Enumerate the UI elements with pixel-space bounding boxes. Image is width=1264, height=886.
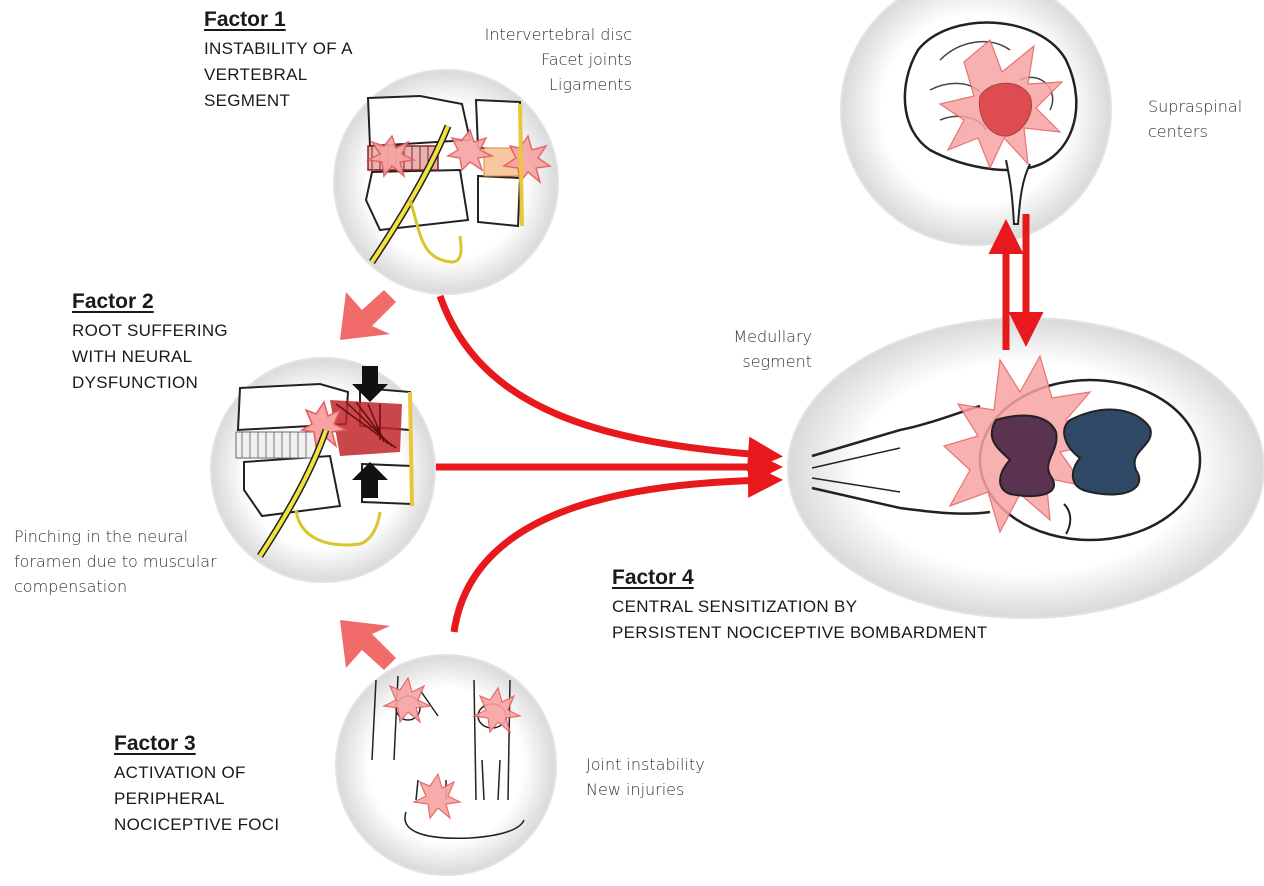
structure-label: Ligaments (436, 72, 632, 97)
factor3-line: PERIPHERAL (114, 786, 279, 812)
factor2-block: Factor 2 ROOT SUFFERING WITH NEURAL DYSF… (72, 290, 228, 396)
note-line: Joint instability (586, 752, 705, 777)
note-line: New injuries (586, 777, 705, 802)
structure-label: Facet joints (436, 47, 632, 72)
factor2-line: DYSFUNCTION (72, 370, 228, 396)
vertebral-segment-illustration (334, 70, 558, 294)
factor1-block: Factor 1 INSTABILITY OF A VERTEBRAL SEGM… (204, 8, 353, 114)
f2-pinching-note: Pinching in the neural foramen due to mu… (14, 524, 217, 599)
factor4-title: Factor 4 (612, 566, 987, 590)
factor4-line: CENTRAL SENSITIZATION BY (612, 594, 987, 620)
label-line: Medullary (690, 324, 812, 349)
f3-joint-note: Joint instability New injuries (586, 752, 705, 802)
factor3-title: Factor 3 (114, 732, 279, 756)
structure-label: Intervertebral disc (436, 22, 632, 47)
label-line: centers (1148, 119, 1242, 144)
label-line: Supraspinal (1148, 94, 1242, 119)
factor2-line: ROOT SUFFERING (72, 318, 228, 344)
f1-structures-note: Intervertebral disc Facet joints Ligamen… (436, 22, 632, 97)
label-line: segment (690, 349, 812, 374)
factor1-line: SEGMENT (204, 88, 353, 114)
salmon-arrow-f1-f2 (340, 290, 396, 340)
salmon-arrow-f3-f2 (340, 620, 396, 670)
factor3-line: ACTIVATION OF (114, 760, 279, 786)
note-line: foramen due to muscular (14, 549, 217, 574)
red-arrow-f1-f4 (440, 296, 776, 456)
factor4-line: PERSISTENT NOCICEPTIVE BOMBARDMENT (612, 620, 987, 646)
factor1-title: Factor 1 (204, 8, 353, 32)
factor3-block: Factor 3 ACTIVATION OF PERIPHERAL NOCICE… (114, 732, 279, 838)
supraspinal-label: Supraspinal centers (1148, 94, 1242, 144)
factor1-line: INSTABILITY OF A (204, 36, 353, 62)
note-line: compensation (14, 574, 217, 599)
factor1-line: VERTEBRAL (204, 62, 353, 88)
brain-illustration (841, 0, 1111, 245)
medullary-label: Medullary segment (690, 324, 812, 374)
note-line: Pinching in the neural (14, 524, 217, 549)
peripheral-joints-illustration (336, 655, 556, 875)
factor2-title: Factor 2 (72, 290, 228, 314)
factor2-line: WITH NEURAL (72, 344, 228, 370)
factor4-block: Factor 4 CENTRAL SENSITIZATION BY PERSIS… (612, 566, 987, 646)
nerve-root-illustration (211, 358, 435, 582)
factor3-line: NOCICEPTIVE FOCI (114, 812, 279, 838)
